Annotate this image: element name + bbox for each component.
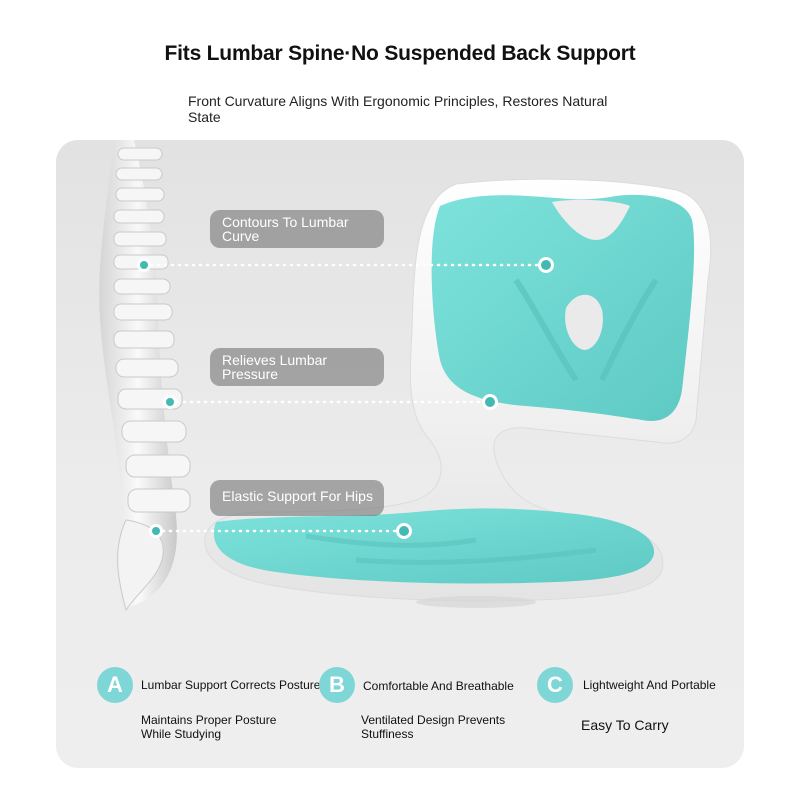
- product-illustration: [99, 140, 712, 612]
- feature-b-desc: Ventilated Design Prevents Stuffiness: [361, 713, 506, 741]
- callout-label: Elastic Support For Hips: [222, 488, 373, 504]
- callout-lumbar-pressure: Relieves Lumbar Pressure: [210, 348, 384, 386]
- callout-lumbar-curve: Contours To Lumbar Curve: [210, 210, 384, 248]
- spine-illustration: [99, 140, 191, 612]
- callout-markers: [137, 257, 554, 539]
- feature-c-badge: C: [537, 667, 573, 703]
- callout-hip-support: Elastic Support For Hips: [210, 480, 384, 516]
- feature-a-title: Lumbar Support Corrects Posture: [141, 678, 321, 692]
- product-panel: [56, 140, 744, 768]
- feature-a-badge: A: [97, 667, 133, 703]
- feature-a-desc: Maintains Proper Posture While Studying: [141, 713, 277, 741]
- feature-b-badge: B: [319, 667, 355, 703]
- callout-connectors: [142, 263, 548, 533]
- seat-cushion-illustration: [204, 178, 712, 608]
- subheadline: Front Curvature Aligns With Ergonomic Pr…: [188, 93, 608, 125]
- feature-c-desc: Easy To Carry: [581, 717, 669, 733]
- callout-label: Contours To Lumbar Curve: [222, 214, 349, 244]
- headline: Fits Lumbar Spine·No Suspended Back Supp…: [164, 42, 636, 65]
- callout-label: Relieves Lumbar Pressure: [222, 352, 328, 382]
- feature-c-title: Lightweight And Portable: [583, 678, 716, 692]
- feature-b-title: Comfortable And Breathable: [363, 679, 514, 693]
